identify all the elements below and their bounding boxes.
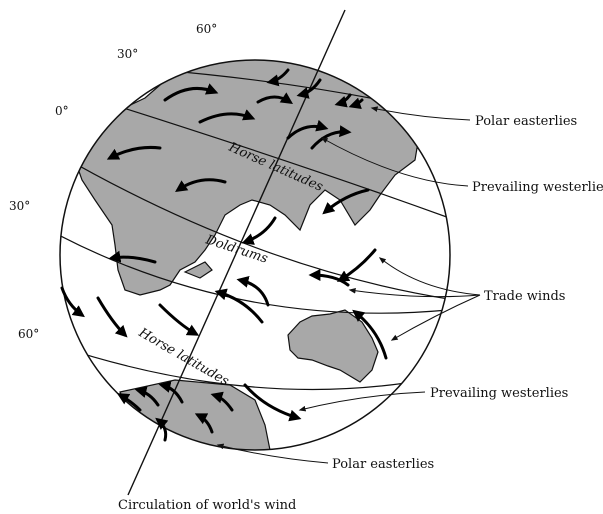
latitude-30n <box>81 94 450 221</box>
latitude-label-60s: 60° <box>18 327 39 341</box>
leader-trade-winds-2 <box>348 288 481 298</box>
wind-arrow <box>108 250 157 264</box>
wind-arrow <box>266 68 290 87</box>
caption: Circulation of world's wind <box>118 498 296 513</box>
wind-arrow <box>236 276 270 307</box>
latitude-equator <box>60 154 450 301</box>
indonesia-island <box>183 261 213 279</box>
leader-polar-easterlies-north <box>370 106 471 121</box>
callout-polar-easterlies-north: Polar easterlies <box>475 114 577 129</box>
leader-prevailing-westerlies-north <box>320 137 469 187</box>
wind-arrow <box>194 413 214 434</box>
leader-polar-easterlies-south <box>216 443 329 464</box>
callout-polar-easterlies-south: Polar easterlies <box>332 457 434 472</box>
zone-label-horse-latitudes-south: Horse latitudes <box>135 325 232 389</box>
wind-arrow <box>352 309 388 360</box>
wind-arrow <box>286 119 329 140</box>
globe-outline <box>59 59 451 451</box>
wind-arrow <box>163 83 219 102</box>
continents <box>74 60 421 450</box>
zone-label-doldrums: Doldrums <box>203 232 270 267</box>
wind-arrow <box>198 109 256 124</box>
wind-arrow <box>116 393 142 412</box>
leader-lines <box>216 106 481 464</box>
latitude-label-30n: 30° <box>117 47 138 61</box>
wind-arrow <box>243 383 302 422</box>
wind-arrow <box>60 286 85 318</box>
wind-arrow <box>210 391 234 412</box>
wind-arrow <box>106 146 162 160</box>
wind-arrow <box>310 125 352 150</box>
latitude-label-60n: 60° <box>196 22 217 36</box>
callout-trade-winds: Trade winds <box>484 289 565 304</box>
wind-arrow <box>96 296 128 338</box>
australia-landmass <box>287 309 379 383</box>
wind-arrow <box>322 188 370 215</box>
wind-arrow <box>158 381 184 404</box>
wind-arrow <box>334 93 352 108</box>
latitude-label-30s: 30° <box>9 199 30 213</box>
wind-arrow <box>155 417 169 442</box>
latitude-30s <box>60 224 449 314</box>
latitude-label-equator: 0° <box>55 104 69 118</box>
wind-arrow <box>336 248 377 282</box>
wind-arrow <box>214 288 264 324</box>
wind-arrow <box>158 303 200 336</box>
leader-trade-winds-3 <box>390 294 481 341</box>
wind-arrow <box>308 269 350 287</box>
leader-trade-winds-1 <box>378 257 481 296</box>
wind-arrow <box>241 216 277 245</box>
latitude-lines <box>60 69 450 391</box>
callout-prevailing-westerlies-north: Prevailing westerlies <box>472 180 603 195</box>
wind-arrows <box>60 68 388 442</box>
wind-arrow <box>256 92 293 104</box>
wind-arrow <box>134 386 160 407</box>
wind-arrow <box>175 178 227 193</box>
callout-prevailing-westerlies-south: Prevailing westerlies <box>430 386 568 401</box>
wind-arrow <box>348 97 364 110</box>
wind-arrow <box>296 78 322 99</box>
leader-prevailing-westerlies-south <box>298 391 426 412</box>
